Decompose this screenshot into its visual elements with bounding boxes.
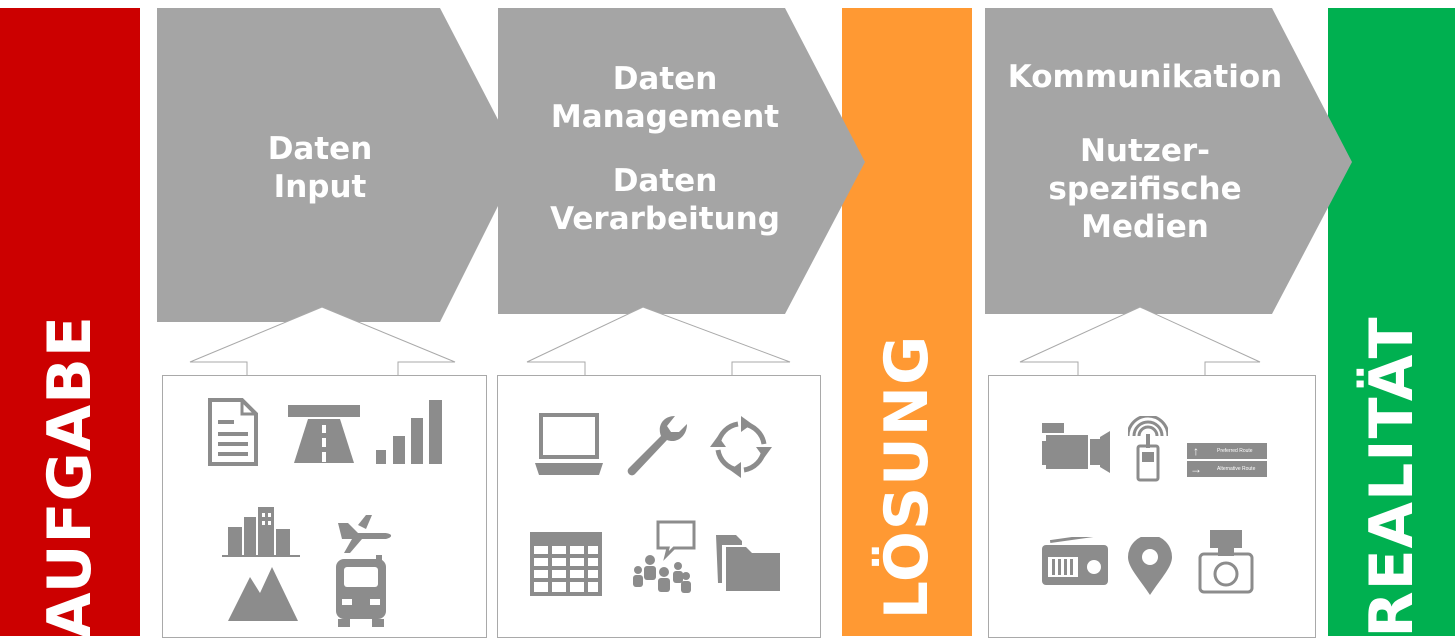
arrow-right-icon: →	[1190, 462, 1202, 476]
group-chat-icon	[633, 520, 696, 593]
photo-camera-icon	[1198, 530, 1254, 594]
wrench-icon	[627, 416, 687, 476]
step-text-line: Input	[273, 169, 367, 205]
step-text-line: Kommunikation	[1007, 59, 1283, 95]
callout-pointer-input	[189, 306, 456, 377]
step-text-line: spezifische	[1048, 171, 1242, 207]
mountain-icon	[228, 567, 298, 621]
document-icon	[208, 398, 258, 466]
route-sign-icon: ↑ Preferred Route → Alternative Route	[1187, 443, 1267, 479]
icon-box-communication	[988, 375, 1316, 638]
step-text-input: Daten Input	[205, 130, 435, 206]
callout-pointer-processing	[526, 306, 791, 377]
step-text-line: Verarbeitung	[550, 201, 780, 237]
step-arrow-communication	[985, 8, 1352, 314]
truck-icon	[336, 555, 386, 627]
bar-chart-icon	[376, 400, 442, 464]
step-text-processing: Daten Management Daten Verarbeitung	[540, 60, 790, 238]
step-arrow-processing	[498, 8, 865, 314]
step-text-line: Daten	[612, 163, 718, 199]
city-icon	[222, 507, 300, 557]
road-icon	[288, 405, 360, 463]
step-text-communication: Kommunikation Nutzer- spezifische Medien	[995, 58, 1295, 246]
loesung-bar: LÖSUNG	[842, 8, 972, 636]
callout-pointer-communication	[1019, 306, 1261, 377]
laptop-icon	[535, 413, 603, 475]
airplane-icon	[338, 515, 392, 553]
step-text-line: Daten	[612, 61, 718, 97]
alternative-route-label: Alternative Route	[1217, 466, 1256, 472]
preferred-route-label: Preferred Route	[1217, 448, 1253, 454]
mobile-signal-icon	[1128, 416, 1168, 482]
radio-icon	[1042, 537, 1108, 585]
realitaet-bar: REALITÄT	[1328, 8, 1455, 638]
refresh-cycle-icon	[710, 416, 772, 478]
step-arrow-input	[157, 8, 520, 322]
arrow-up-icon: ↑	[1193, 444, 1199, 458]
step-text-line: Daten	[267, 131, 373, 167]
map-pin-icon	[1128, 537, 1172, 595]
step-text-line: Nutzer-	[1079, 133, 1211, 169]
video-camera-icon	[1042, 423, 1110, 473]
step-text-line: Medien	[1081, 209, 1209, 245]
step-text-line: Management	[550, 99, 780, 135]
table-icon	[530, 532, 602, 596]
folder-icon	[716, 535, 780, 591]
aufgabe-bar: AUFGABE	[0, 8, 140, 639]
